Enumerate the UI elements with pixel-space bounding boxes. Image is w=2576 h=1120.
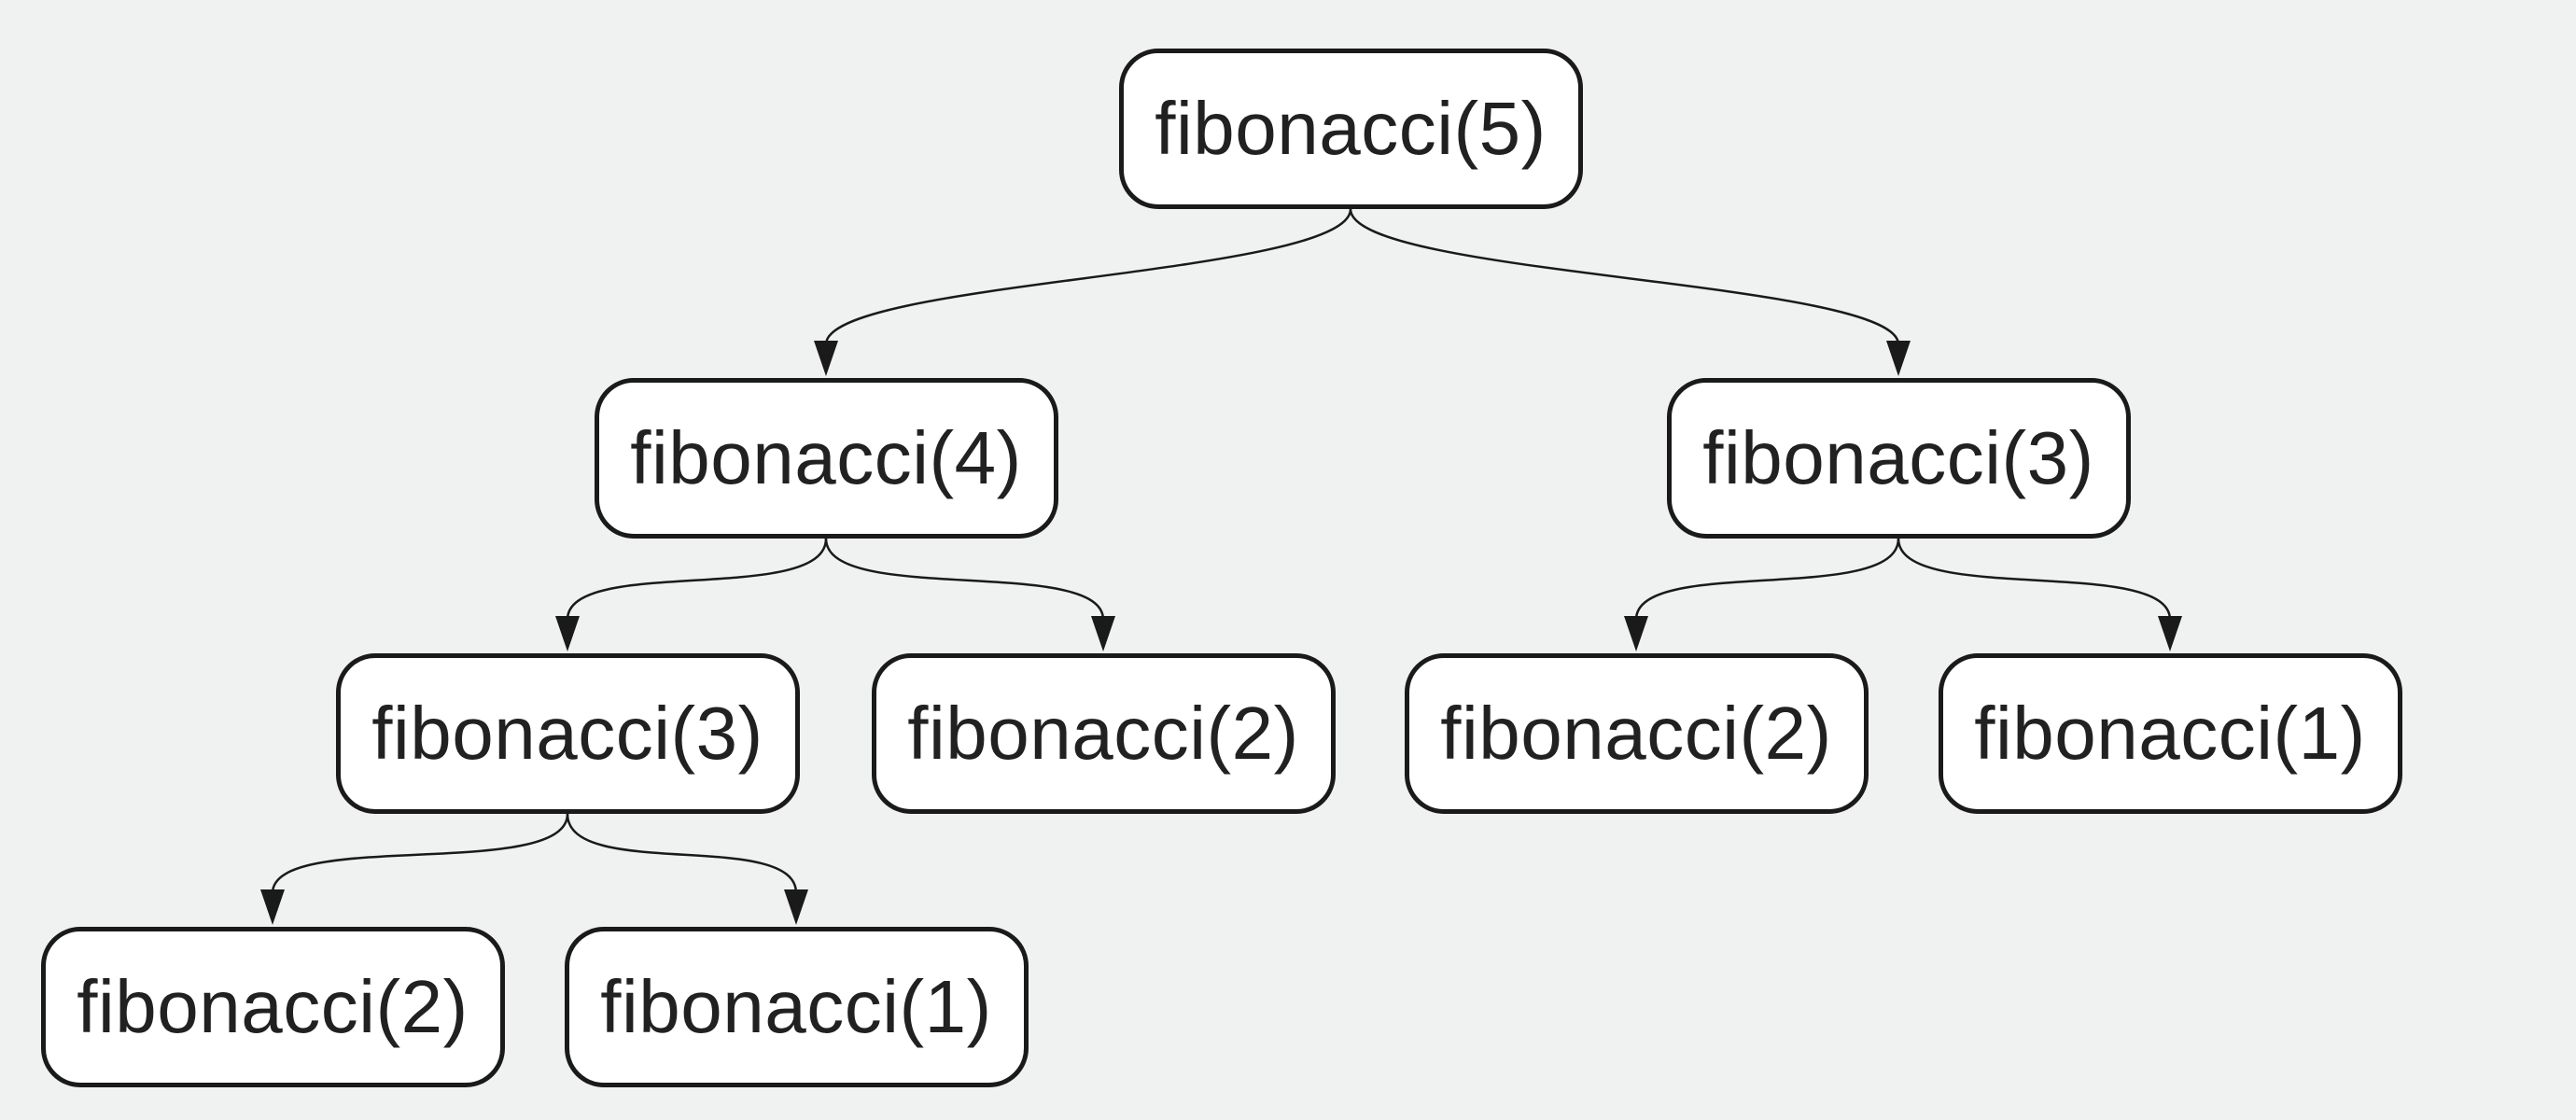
- tree-node-n3l: fibonacci(3): [335, 653, 800, 814]
- tree-node-n1b: fibonacci(1): [564, 927, 1029, 1087]
- tree-edge-arrowhead: [1886, 341, 1911, 376]
- tree-node-label: fibonacci(5): [1155, 87, 1547, 170]
- tree-node-n2c: fibonacci(2): [40, 927, 505, 1087]
- tree-edge-curve: [566, 538, 828, 621]
- tree-edge-arrowhead: [784, 889, 808, 925]
- tree-node-label: fibonacci(4): [630, 416, 1022, 499]
- tree-edge-arrowhead: [1091, 616, 1115, 651]
- tree-node-label: fibonacci(1): [1974, 692, 2366, 775]
- tree-edge-arrowhead: [814, 341, 838, 376]
- tree-node-n4: fibonacci(4): [594, 378, 1058, 539]
- tree-node-label: fibonacci(3): [1702, 416, 2094, 499]
- tree-edge-curve: [1897, 538, 2172, 621]
- tree-node-label: fibonacci(3): [371, 692, 763, 775]
- tree-edge-arrowhead: [2158, 616, 2182, 651]
- tree-node-label: fibonacci(2): [1440, 692, 1832, 775]
- tree-node-n5: fibonacci(5): [1118, 49, 1583, 209]
- tree-edge-curve: [566, 813, 798, 894]
- tree-edge-arrowhead: [1624, 616, 1648, 651]
- tree-edge-curve: [1349, 208, 1900, 345]
- tree-node-label: fibonacci(1): [600, 965, 992, 1048]
- tree-edge-curve: [271, 813, 569, 894]
- tree-edge-arrowhead: [555, 616, 580, 651]
- tree-node-label: fibonacci(2): [77, 965, 469, 1048]
- tree-node-n3r: fibonacci(3): [1666, 378, 2131, 539]
- tree-node-label: fibonacci(2): [907, 692, 1299, 775]
- tree-edge-arrowhead: [260, 889, 285, 925]
- tree-node-n2a: fibonacci(2): [871, 653, 1336, 814]
- tree-node-n2b: fibonacci(2): [1404, 653, 1869, 814]
- tree-edge-curve: [824, 208, 1352, 345]
- tree-node-n1a: fibonacci(1): [1938, 653, 2402, 814]
- tree-edge-curve: [824, 538, 1105, 621]
- tree-edge-curve: [1634, 538, 1900, 621]
